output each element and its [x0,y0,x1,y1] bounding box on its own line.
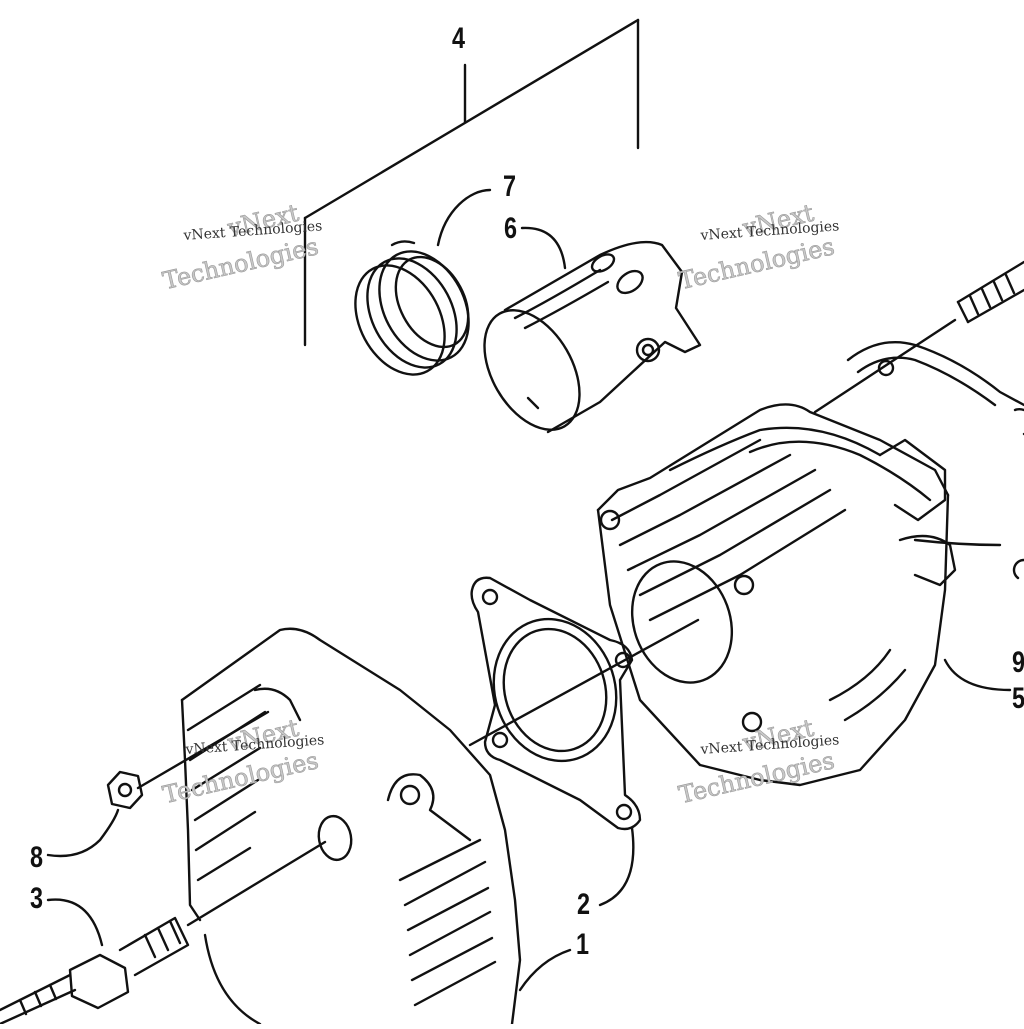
center-axis-line [470,620,698,745]
leader-7 [438,190,490,245]
callout-5: 5 [1012,682,1024,715]
callout-4: 4 [452,22,466,55]
leader-3 [48,900,102,945]
callout-6: 6 [504,212,518,245]
piston-rings [337,236,486,390]
callout-1: 1 [576,928,590,961]
cylinder-head [182,629,520,1024]
leader-1 [520,950,570,990]
bolt-axis-line [188,842,325,925]
callout-7: 7 [503,170,517,203]
leader-9-5 [945,660,1010,690]
nut [108,772,142,808]
stud-axis-line [815,320,955,412]
stud-top [958,262,1024,322]
callout-2: 2 [577,888,591,921]
cylinder [598,404,955,785]
base-gasket [848,342,1024,578]
stud-bolt [0,918,188,1024]
leader-6 [522,228,565,268]
callout-8: 8 [30,841,44,874]
kit-bracket-4 [305,20,638,345]
head-gasket [472,578,640,829]
leader-8 [48,810,118,856]
piston [465,242,700,446]
callout-3: 3 [30,882,44,915]
leader-2 [600,828,633,905]
callout-9: 9 [1012,646,1024,679]
